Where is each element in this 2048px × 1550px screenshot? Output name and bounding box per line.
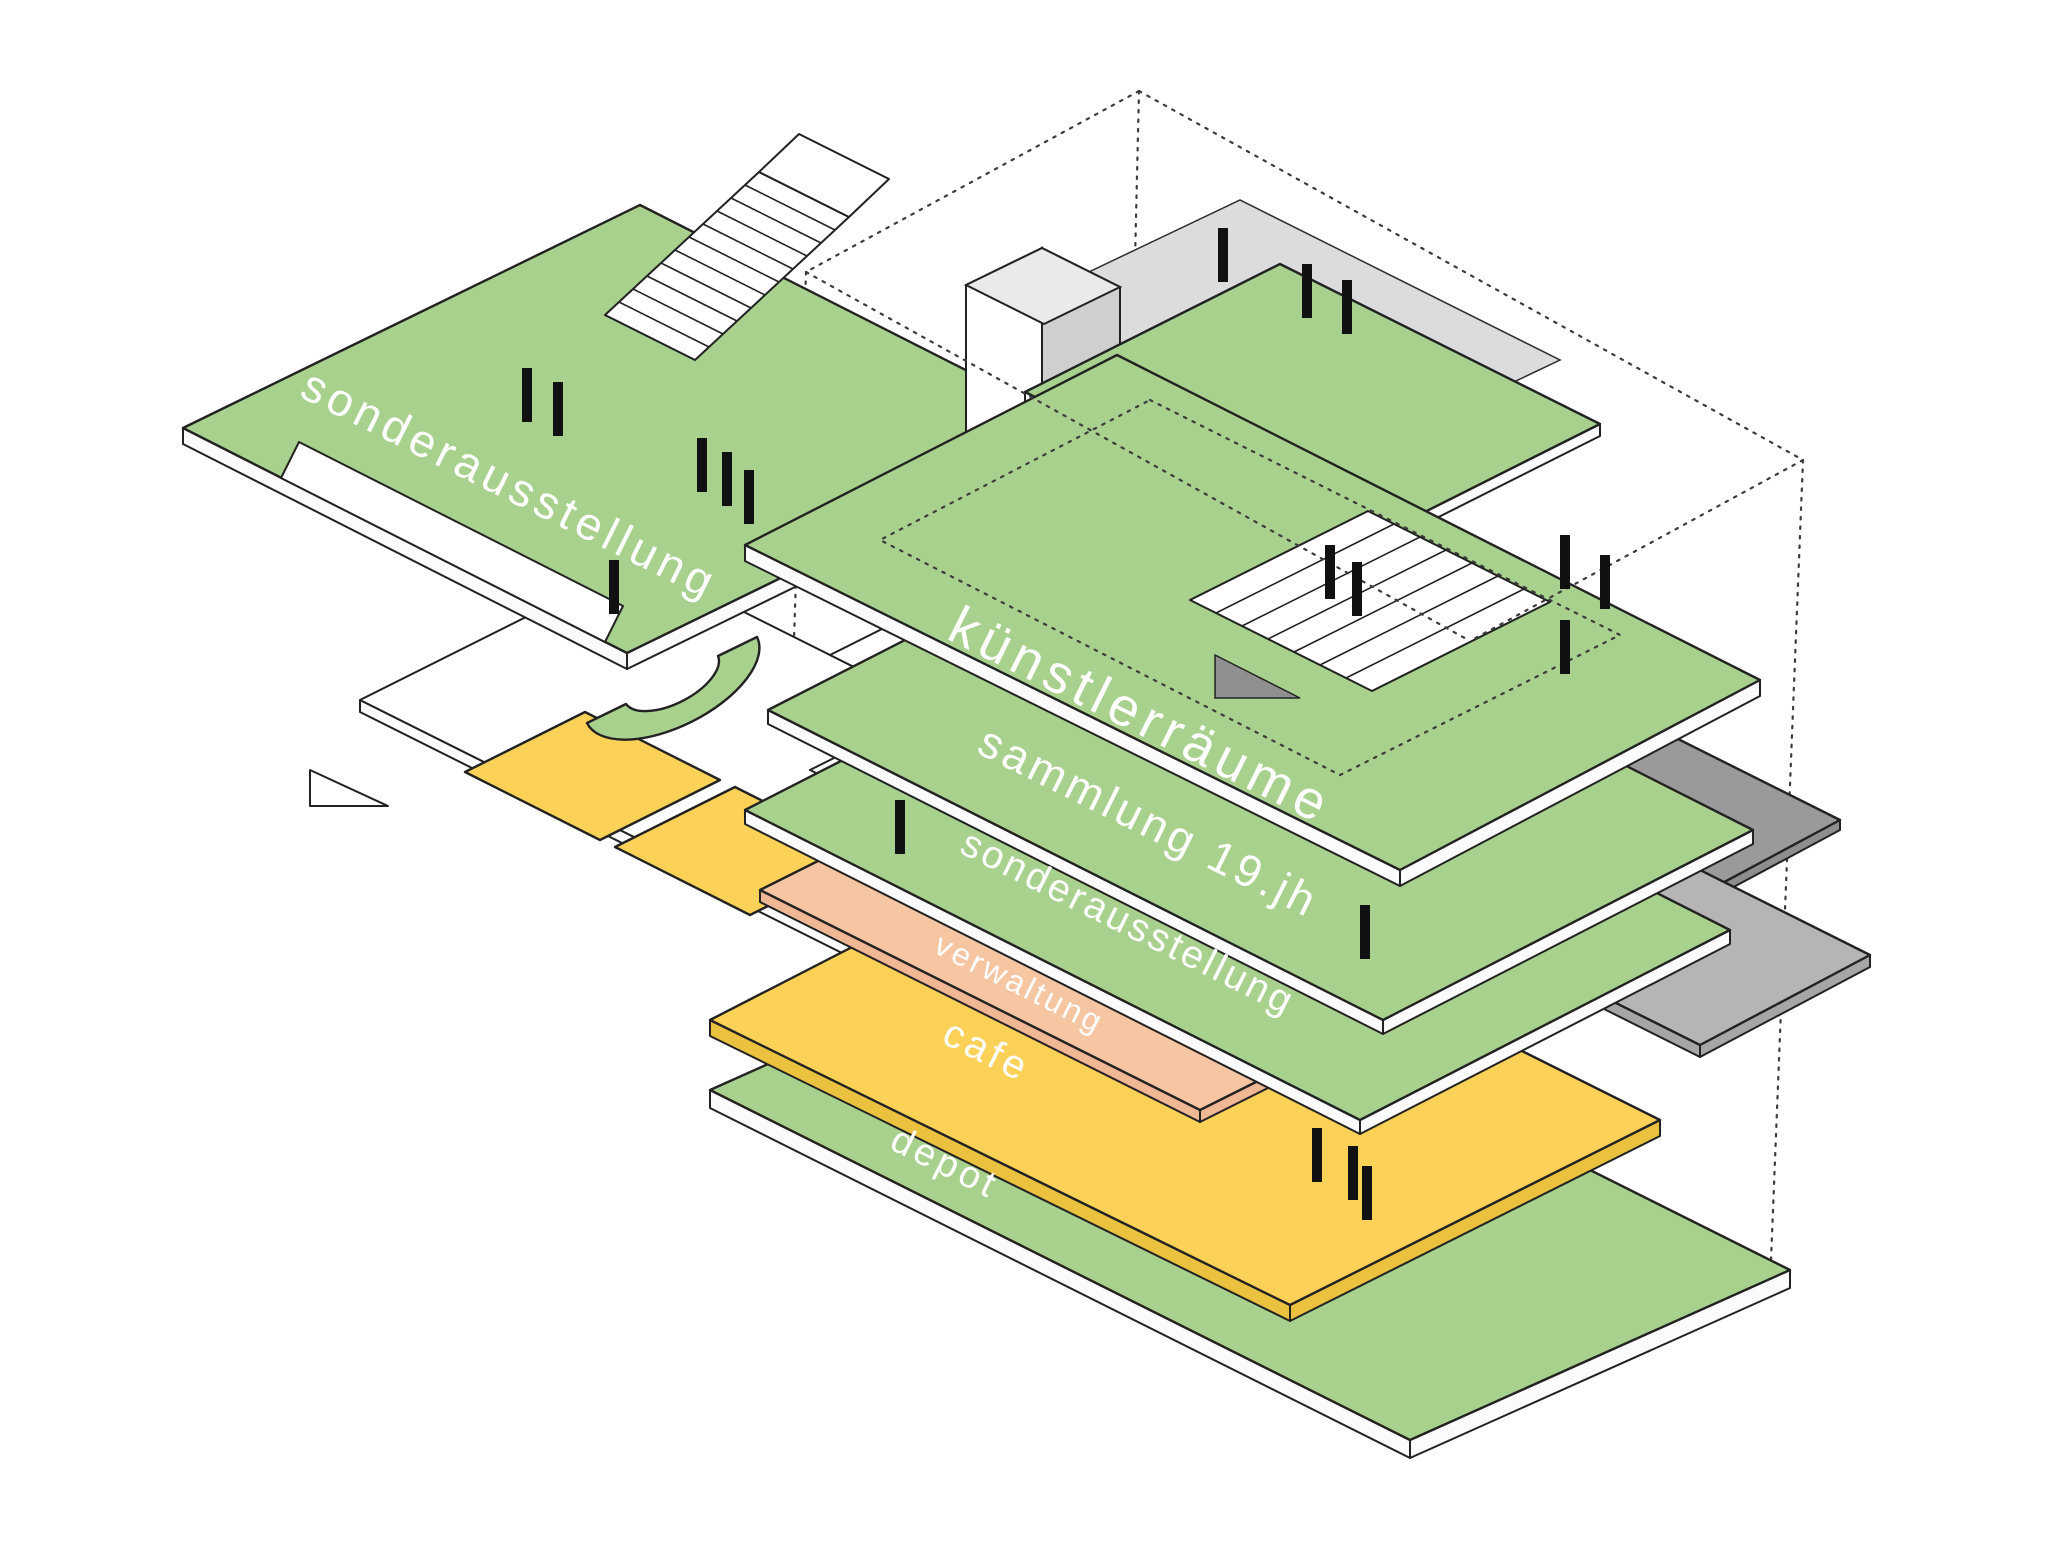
column-mark (609, 560, 619, 614)
column-mark (895, 800, 905, 854)
column-mark (522, 368, 532, 422)
circular-ramp-void (585, 635, 761, 741)
column-mark (1360, 905, 1370, 959)
column-mark (1560, 620, 1570, 674)
north-arrow-triangle (309, 769, 389, 807)
column-mark (1348, 1146, 1358, 1200)
column-marks (522, 228, 1610, 1220)
dotted-top-edge (804, 270, 1472, 643)
entry-stair-landing (758, 133, 890, 218)
column-mark (1342, 280, 1352, 334)
dotted-top-edge (1468, 458, 1805, 643)
floor-plate-kuenstlerraeume (743, 353, 1762, 887)
dotted-top-edge (1137, 89, 1805, 462)
dotted-envelope-top (804, 89, 1805, 777)
column-mark (1302, 264, 1312, 318)
stair-void-wedge (1214, 653, 1301, 699)
dotted-edge-right (1768, 458, 1805, 1287)
tower-top-face (963, 246, 1123, 326)
column-mark (722, 452, 732, 506)
column-mark (1352, 562, 1362, 616)
dotted-tower-footprint (877, 398, 1623, 777)
dotted-top-edge (804, 89, 1141, 274)
column-mark (697, 438, 707, 492)
column-mark (1362, 1166, 1372, 1220)
column-mark (553, 382, 563, 436)
column-mark (1600, 555, 1610, 609)
entry-stair (604, 133, 890, 361)
column-mark (1560, 535, 1570, 589)
entry-stair-treads (604, 171, 850, 361)
atrium-void-cutout (280, 441, 624, 643)
ground-yellow-room-1 (463, 710, 722, 842)
column-mark (1312, 1128, 1322, 1182)
column-mark (744, 470, 754, 524)
column-mark (1218, 228, 1228, 282)
column-mark (1325, 545, 1335, 599)
